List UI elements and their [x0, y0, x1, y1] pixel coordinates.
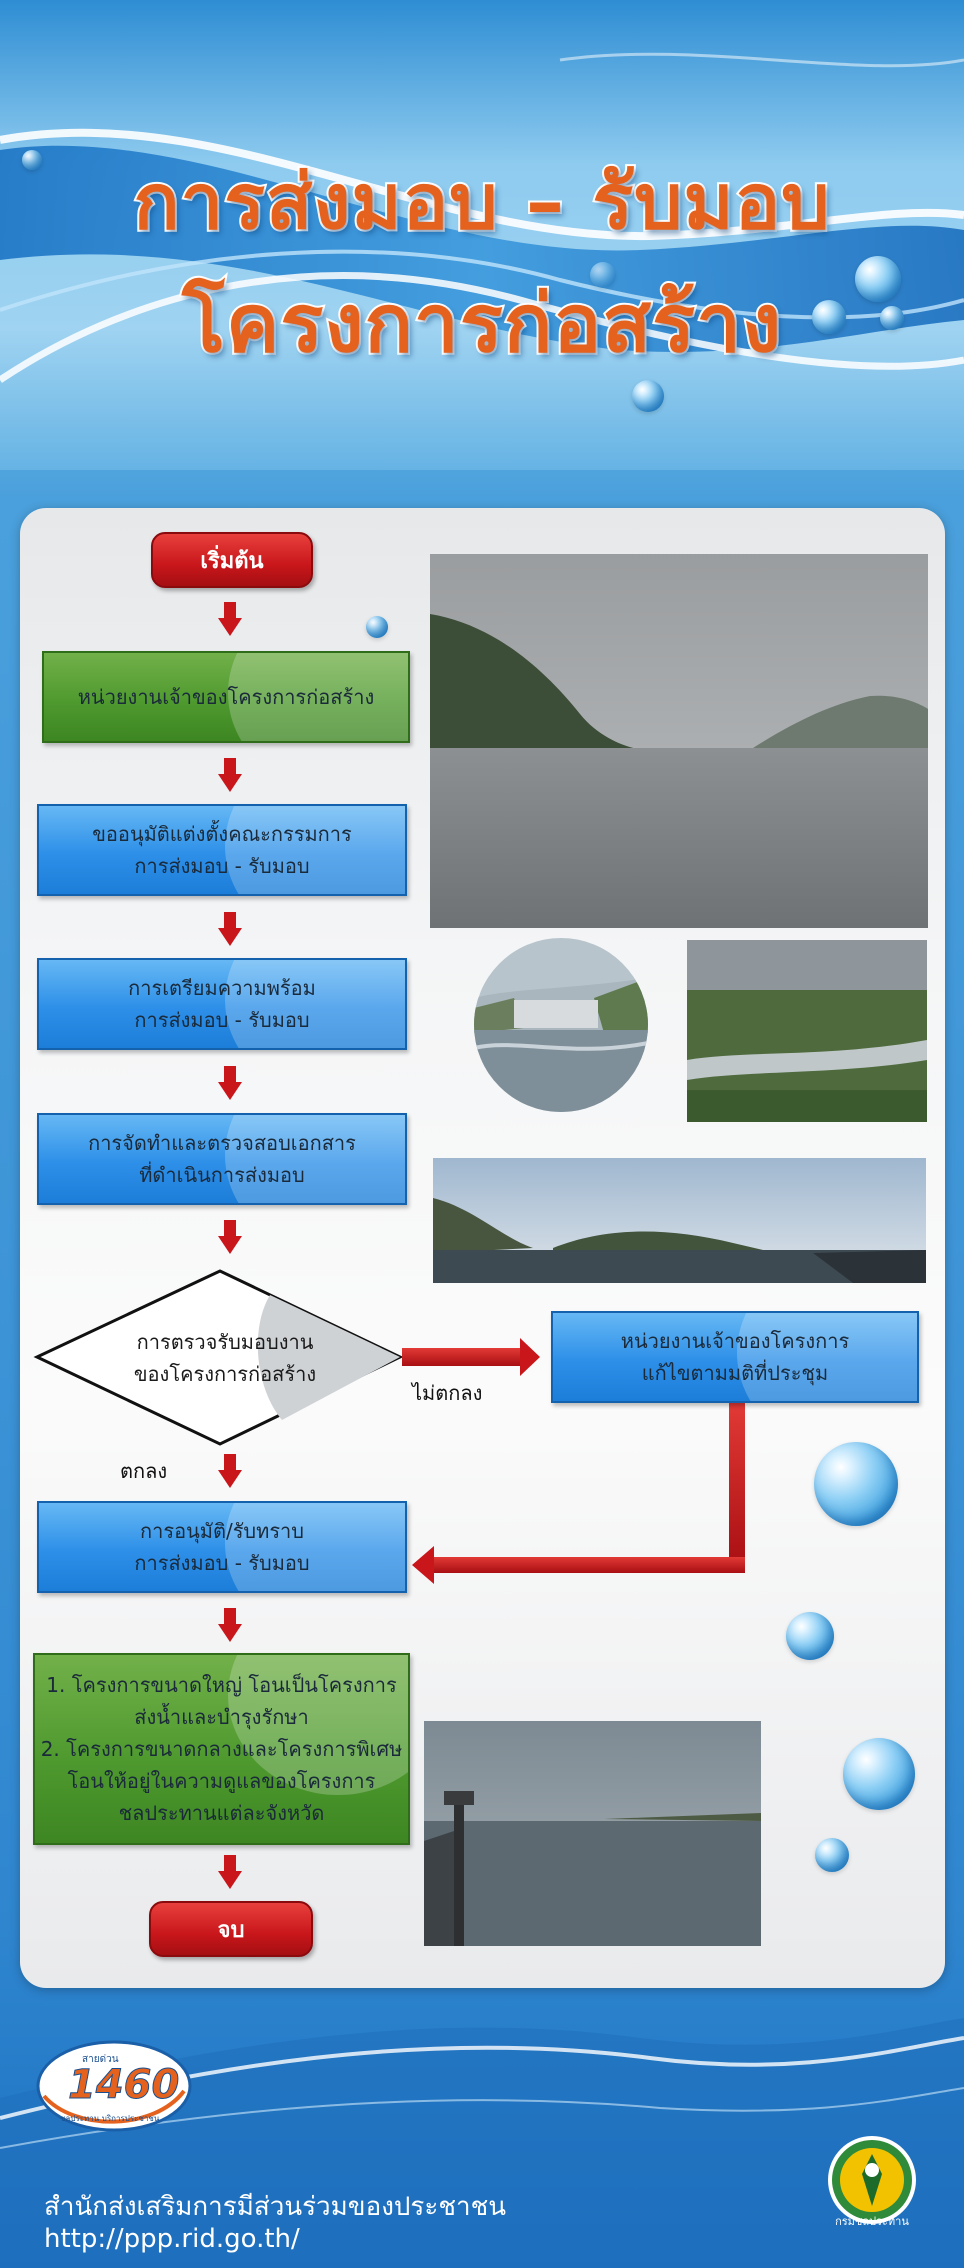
- arrow-down-icon: [218, 1608, 242, 1642]
- step-documents-line2: ที่ดำเนินการส่งมอบ: [139, 1163, 305, 1187]
- droplet-bubble-icon: [812, 300, 846, 334]
- droplet-bubble-icon: [814, 1442, 898, 1526]
- step-request-committee-line2: การส่งมอบ - รับมอบ: [134, 854, 310, 878]
- arrow-down-icon: [218, 1855, 242, 1889]
- hotline-number: 1460: [67, 2062, 180, 2109]
- decision-line2: ของโครงการก่อสร้าง: [133, 1362, 317, 1386]
- wave-decoration: [0, 0, 964, 470]
- page-title-line2: โครงการก่อสร้าง: [180, 275, 783, 372]
- arrow-down-icon: [218, 602, 242, 636]
- droplet-bubble-icon: [22, 150, 42, 170]
- step-approval-line1: การอนุมัติ/รับทราบ: [140, 1519, 304, 1543]
- yes-label: ตกลง: [120, 1459, 168, 1483]
- droplet-bubble-icon: [590, 262, 616, 288]
- step-approval: การอนุมัติ/รับทราบการส่งมอบ - รับมอบ: [37, 1501, 407, 1593]
- step-request-committee: ขออนุมัติแต่งตั้งคณะกรรมการการส่งมอบ - ร…: [37, 804, 407, 896]
- arrow-down-icon: [218, 758, 242, 792]
- droplet-bubble-icon: [815, 1838, 849, 1872]
- step-transfer: 1. โครงการขนาดใหญ่ โอนเป็นโครงการ ส่งน้ำ…: [33, 1653, 410, 1845]
- end-terminal: จบ: [149, 1901, 313, 1957]
- photo-misty-reservoir: [430, 554, 928, 928]
- header-banner: การส่งมอบ – รับมอบ โครงการก่อสร้าง: [0, 0, 964, 470]
- page-title-line1: การส่งมอบ – รับมอบ: [132, 155, 832, 248]
- step-preparation: การเตรียมความพร้อมการส่งมอบ - รับมอบ: [37, 958, 407, 1050]
- step-preparation-line1: การเตรียมความพร้อม: [128, 976, 316, 1000]
- decision-line1: การตรวจรับมอบงาน: [136, 1330, 314, 1354]
- start-label: เริ่มต้น: [200, 548, 264, 574]
- droplet-bubble-icon: [632, 380, 664, 412]
- step-transfer-line5: ชลประทานแต่ละจังหวัด: [118, 1801, 325, 1825]
- droplet-bubble-icon: [843, 1738, 915, 1810]
- droplet-bubble-icon: [786, 1612, 834, 1660]
- step-fix-line1: หน่วยงานเจ้าของโครงการ: [620, 1329, 850, 1353]
- step-request-committee-line1: ขออนุมัติแต่งตั้งคณะกรรมการ: [92, 822, 352, 846]
- seal-caption: กรมชลประทาน: [835, 2215, 909, 2228]
- arrow-loopback: [412, 1401, 745, 1584]
- arrow-down-icon: [218, 1066, 242, 1100]
- hotline-small: สายด่วน: [82, 2054, 119, 2065]
- step-fix-by-resolution: หน่วยงานเจ้าของโครงการแก้ไขตามมติที่ประช…: [551, 1311, 919, 1403]
- decision-text: การตรวจรับมอบงานของโครงการก่อสร้าง: [90, 1316, 360, 1400]
- no-label: ไม่ตกลง: [412, 1381, 483, 1405]
- step-transfer-line4: โอนให้อยู่ในความดูแลของโครงการ: [67, 1769, 376, 1793]
- arrow-down-icon: [218, 912, 242, 946]
- step-transfer-line1: 1. โครงการขนาดใหญ่ โอนเป็นโครงการ: [46, 1673, 397, 1697]
- droplet-bubble-icon: [366, 616, 388, 638]
- org-url[interactable]: http://ppp.rid.go.th/: [44, 2224, 300, 2254]
- step-approval-line2: การส่งมอบ - รับมอบ: [134, 1551, 310, 1575]
- arrow-down-icon: [218, 1220, 242, 1254]
- flowchart-panel: เริ่มต้น หน่วยงานเจ้าของโครงการก่อสร้าง …: [20, 508, 945, 1988]
- end-label: จบ: [217, 1917, 245, 1943]
- droplet-bubble-icon: [880, 306, 904, 330]
- photo-lake-panorama: [433, 1158, 926, 1283]
- photo-water-tower: [424, 1721, 761, 1946]
- step-transfer-line2: ส่งน้ำและบำรุงรักษา: [134, 1705, 309, 1729]
- start-terminal: เริ่มต้น: [151, 532, 313, 588]
- arrow-no: [402, 1338, 540, 1376]
- step-project-owner: หน่วยงานเจ้าของโครงการก่อสร้าง: [42, 651, 410, 743]
- photo-dam-circle: [474, 938, 648, 1112]
- hotline-caption: ชลประทาน บริการประชาชน: [60, 2114, 160, 2123]
- droplet-bubble-icon: [855, 256, 901, 302]
- step-project-owner-label: หน่วยงานเจ้าของโครงการก่อสร้าง: [77, 685, 375, 709]
- rid-seal-icon: กรมชลประทาน: [826, 2134, 918, 2234]
- photo-valley-view: [687, 940, 927, 1122]
- arrow-down-icon: [218, 1454, 242, 1488]
- flow-connectors: [33, 1269, 745, 1584]
- step-transfer-line3: 2. โครงการขนาดกลางและโครงการพิเศษ: [40, 1737, 403, 1761]
- step-preparation-line2: การส่งมอบ - รับมอบ: [134, 1008, 310, 1032]
- step-documents: การจัดทำและตรวจสอบเอกสารที่ดำเนินการส่งม…: [37, 1113, 407, 1205]
- step-fix-line2: แก้ไขตามมติที่ประชุม: [641, 1361, 829, 1385]
- hotline-logo-icon: สายด่วน 1460 ชลประทาน บริการประชาชน: [34, 2036, 194, 2136]
- org-name: สำนักส่งเสริมการมีส่วนร่วมของประชาชน: [44, 2192, 506, 2222]
- step-documents-line1: การจัดทำและตรวจสอบเอกสาร: [88, 1131, 356, 1155]
- decision-diamond: [33, 1269, 404, 1446]
